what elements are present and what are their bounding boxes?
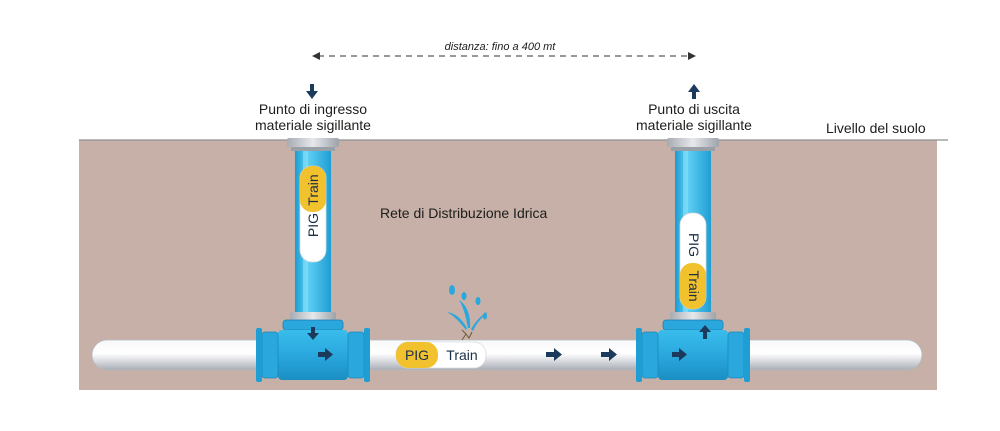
ground-level-label: Livello del suolo — [826, 120, 926, 136]
leak-crack-icon — [461, 329, 473, 341]
main-pig-label-pig: PIG — [405, 347, 429, 363]
entry-pig-train: Train PIG — [299, 165, 327, 263]
entry-tee-junction — [256, 328, 370, 382]
entry-pig-label-pig: PIG — [305, 213, 321, 237]
main-pipe — [91, 339, 923, 371]
entry-label: Punto di ingresso materiale sigillante — [230, 101, 396, 133]
entry-label-line1: Punto di ingresso — [258, 101, 368, 117]
main-pig-label-train: Train — [446, 347, 477, 363]
exit-pig-label-train: Train — [686, 270, 702, 301]
exit-label: Punto di uscita materiale sigillante — [613, 101, 775, 133]
flow-arrow-right-icon — [601, 348, 617, 361]
entry-label-line2: materiale sigillante — [255, 117, 371, 133]
exit-pig-train: PIG Train — [679, 212, 707, 310]
exit-tee-arrow-up-icon — [699, 325, 711, 339]
flow-arrow-right-icon — [546, 348, 562, 361]
exit-label-line2: materiale sigillante — [636, 117, 752, 133]
entry-pig-label-train: Train — [305, 174, 321, 205]
exit-tee-junction — [636, 328, 750, 382]
entry-tee-arrow-down-icon — [307, 327, 319, 340]
main-pig-train: PIG Train — [395, 341, 487, 369]
exit-pig-label-pig: PIG — [686, 233, 702, 257]
distance-label: distanza: fino a 400 mt — [444, 41, 556, 53]
entry-tee-arrow-right-icon — [318, 348, 333, 361]
network-label: Rete di Distribuzione Idrica — [380, 205, 548, 221]
water-spray-icon — [447, 285, 488, 331]
entry-arrow-down-icon — [306, 84, 318, 99]
exit-label-line1: Punto di uscita — [648, 101, 740, 117]
exit-arrow-up-icon — [688, 84, 700, 99]
distance-arrow-right-icon — [688, 52, 696, 60]
distance-arrow-left-icon — [312, 52, 320, 60]
exit-tee-arrow-right-icon — [672, 348, 687, 361]
